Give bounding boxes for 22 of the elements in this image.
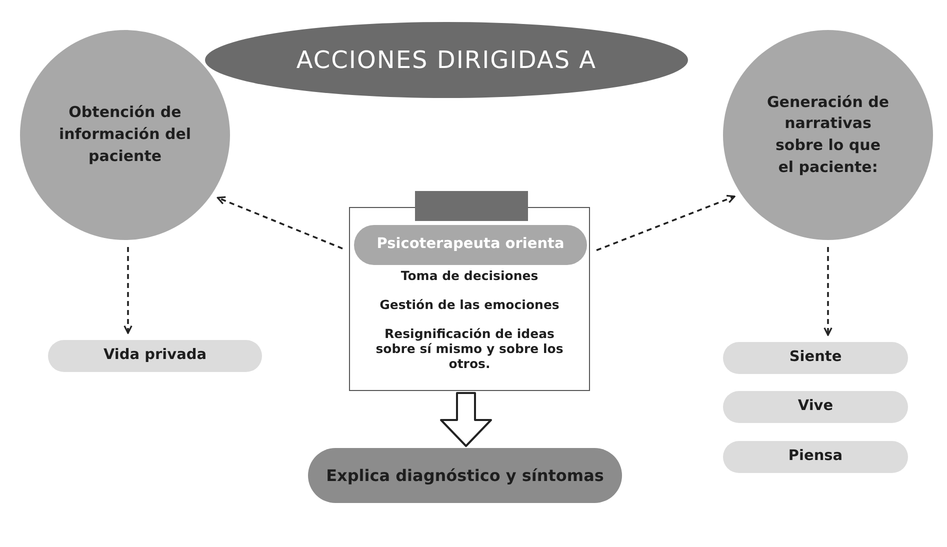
label-text: Piensa — [788, 448, 843, 466]
arrow — [124, 246, 132, 334]
label-text: Generación de narrativas sobre lo que el paciente: — [767, 92, 889, 178]
item-text: Resignificación de ideas sobre sí mismo y sobre los otros. — [374, 326, 564, 371]
arrow — [596, 194, 736, 252]
title-text: ACCIONES DIRIGIDAS A — [296, 46, 597, 74]
item-pill — [723, 391, 908, 423]
label-text: Explica diagnóstico y síntomas — [326, 466, 604, 486]
item-pill — [723, 342, 908, 374]
label-text: Vida privada — [103, 347, 207, 365]
label-text: Siente — [789, 349, 842, 367]
item-pill — [48, 340, 262, 372]
block-arrow — [440, 392, 492, 447]
heading-pill — [354, 225, 587, 265]
label-text: Psicoterapeuta orienta — [376, 236, 564, 254]
item-text: Toma de decisiones — [400, 268, 538, 283]
arrow — [824, 247, 832, 336]
item-pill — [723, 441, 908, 473]
item-text: Gestión de las emociones — [380, 297, 560, 312]
label-text: Vive — [798, 398, 834, 416]
arrow — [216, 196, 343, 250]
label-text: Obtención de información del paciente — [58, 102, 192, 167]
